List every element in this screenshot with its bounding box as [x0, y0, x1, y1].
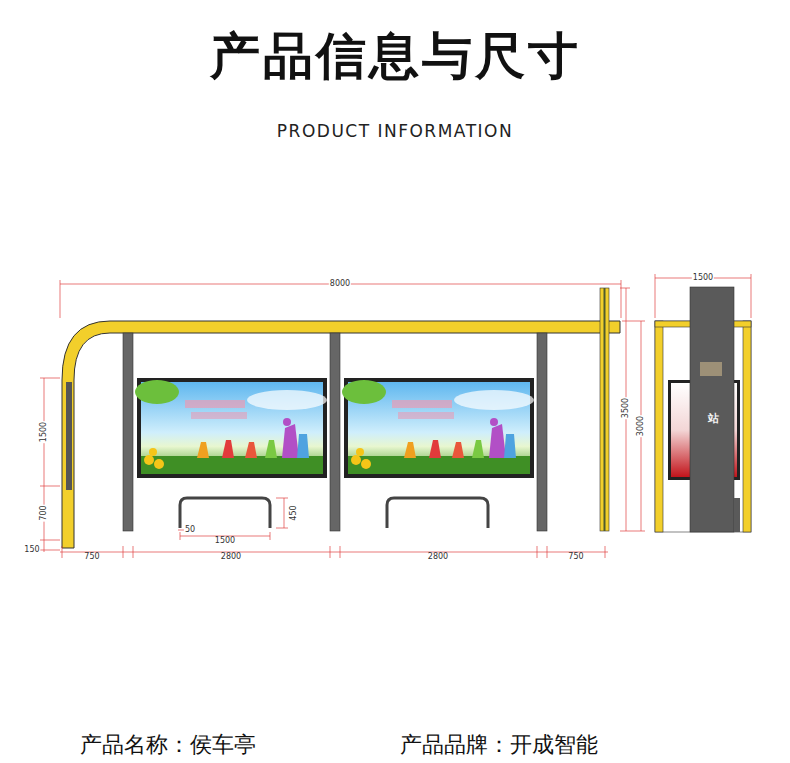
side-panel: [66, 382, 72, 490]
dimension-label: 150: [23, 546, 40, 554]
dimension-label: 1500: [692, 274, 714, 282]
dimension-label: 750: [567, 553, 584, 561]
dimension-label: 8000: [329, 280, 351, 288]
ad-panel: [342, 378, 534, 478]
product-brand: 产品品牌：开成智能: [400, 730, 598, 760]
dimension-label: 750: [83, 553, 100, 561]
page-title: 产品信息与尺寸: [210, 23, 581, 90]
ad-panel: [135, 378, 327, 478]
post: [330, 333, 340, 531]
dimension-label: 1500: [214, 537, 236, 545]
dimension-label: 3500: [622, 397, 630, 419]
dimension-label: 2800: [220, 553, 242, 561]
dimension-label: 2800: [427, 553, 449, 561]
dimension-label: 50: [184, 526, 196, 534]
product-name: 产品名称：侯车亭: [80, 730, 256, 760]
bench: [387, 498, 488, 528]
side-frame: [655, 321, 663, 532]
dimension-label: 1500: [40, 421, 48, 443]
dimension-label: 3000: [637, 415, 645, 437]
side-frame: [743, 321, 751, 532]
station-sign-text: 站: [708, 411, 719, 426]
dimension-label: 700: [40, 504, 48, 521]
subtitle: PRODUCT INFORMATION: [277, 121, 513, 141]
bench: [180, 498, 270, 528]
post: [123, 333, 133, 531]
station-pillar: [690, 287, 734, 532]
dimension-label: 450: [290, 504, 298, 521]
yellow-frame: [62, 321, 620, 548]
end-pillar: [600, 288, 609, 531]
dimension-lines: [40, 274, 751, 558]
post: [537, 333, 547, 531]
